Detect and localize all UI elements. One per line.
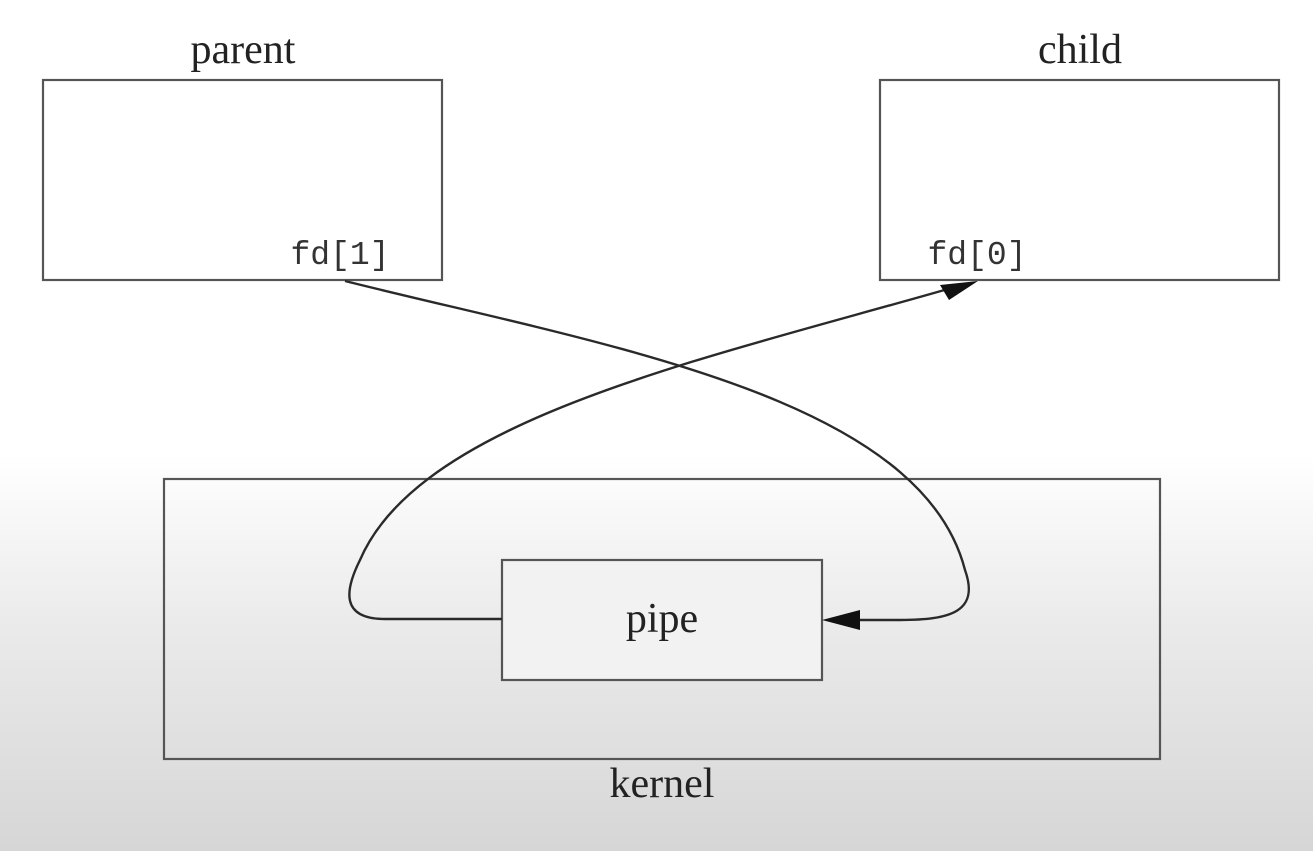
pipe: pipe — [500, 558, 824, 682]
write-arrowhead — [822, 610, 860, 630]
write-flow-line — [344, 279, 971, 622]
parent-fd-label: fd[1] — [290, 237, 389, 274]
parent-label: parent — [191, 27, 296, 73]
pipe-box — [500, 558, 824, 682]
child-fd-label: fd[0] — [927, 237, 1026, 274]
read-arrowhead — [940, 281, 978, 300]
kernel-label: kernel — [610, 761, 715, 807]
parent-box — [41, 78, 444, 282]
child-label: child — [1038, 27, 1122, 73]
child-box — [878, 78, 1281, 282]
child-process: child fd[0] — [878, 27, 1281, 282]
read-flow-line — [348, 287, 949, 621]
pipe-label: pipe — [626, 596, 698, 642]
kernel: kernel — [162, 477, 1162, 807]
parent-process: parent fd[1] — [41, 27, 444, 282]
kernel-box — [162, 477, 1162, 761]
